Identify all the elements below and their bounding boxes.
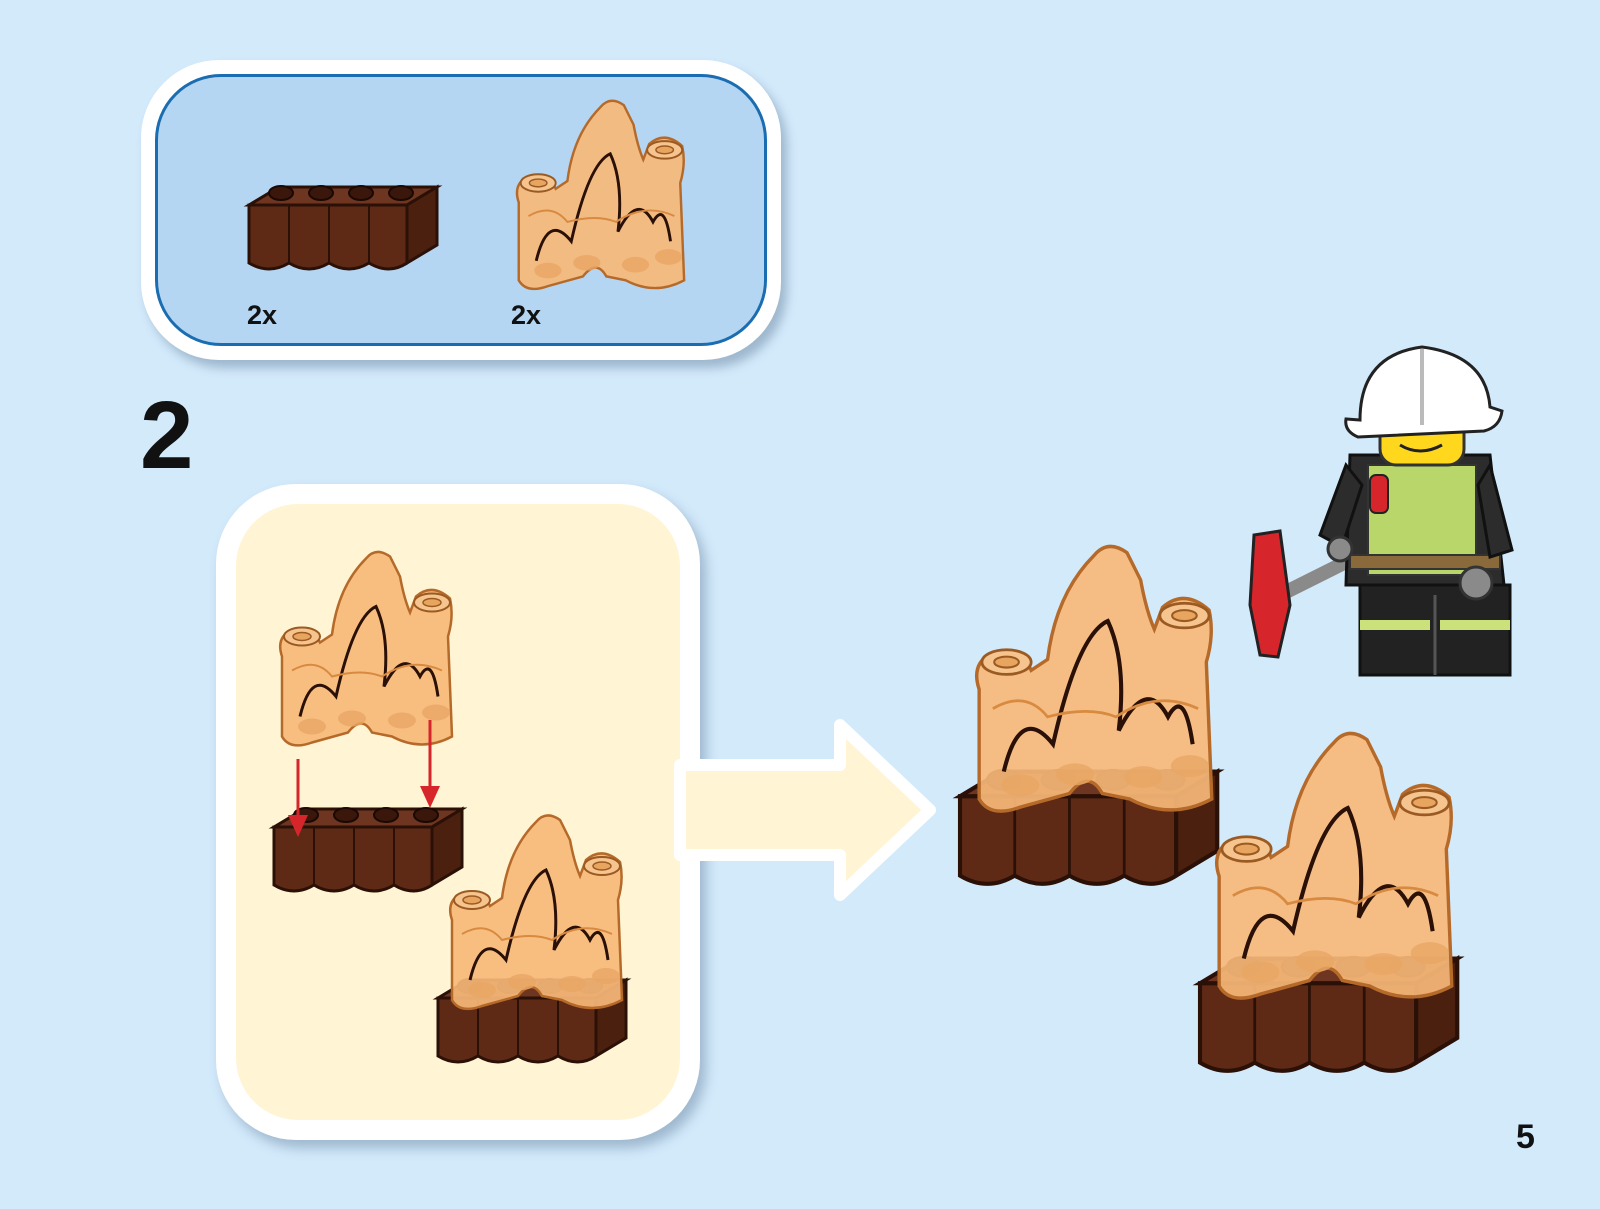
flame-quantity: 2x [511,300,541,331]
flame-element-trans-orange-icon [509,90,689,310]
assembly-callout [216,484,700,1140]
callout-assembled-icon [438,780,628,1090]
red-down-arrow-left-icon [288,759,308,839]
result-flame-1-icon [960,525,1220,895]
step-number: 2 [140,388,193,484]
result-arrow-icon [680,715,960,905]
brick-quantity: 2x [247,300,277,331]
page-number: 5 [1516,1118,1535,1157]
result-flame-2-icon [1200,712,1460,1082]
brick-1x4-reddish-brown-icon [249,172,439,282]
firefighter-minifigure-icon [1250,335,1530,685]
red-down-arrow-right-icon [420,720,440,810]
parts-list-panel: 2x 2x [141,60,781,360]
